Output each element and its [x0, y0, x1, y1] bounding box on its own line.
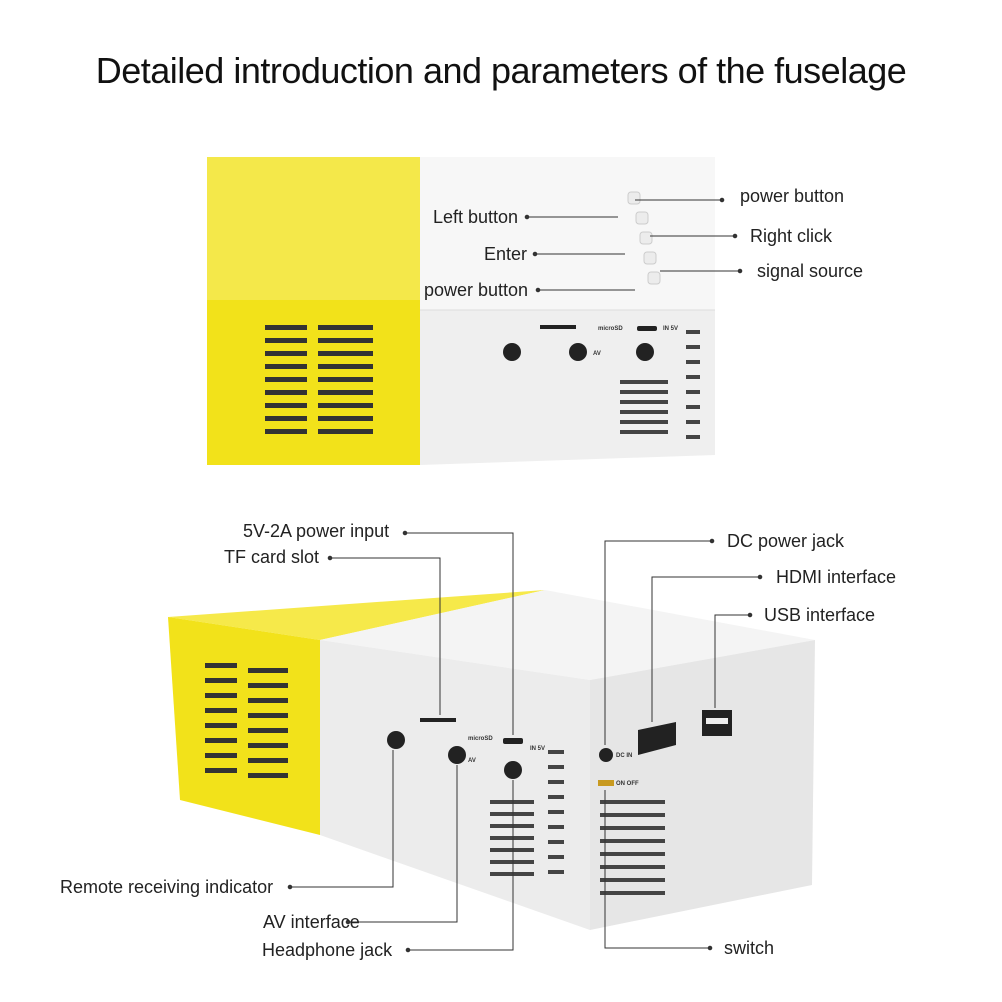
bottom-projector: microSD IN 5V AV DC IN ON OFF [168, 590, 815, 930]
label-left-button: Left button [433, 207, 519, 227]
mark-av: AV [593, 351, 601, 357]
vent-left [265, 325, 373, 434]
top-leader-lines [524, 197, 743, 293]
av-port [569, 343, 587, 361]
headphone-port [504, 761, 522, 779]
label-headphone-jack: Headphone jack [262, 940, 393, 960]
yellow-side [168, 617, 320, 835]
tf-slot [420, 718, 456, 722]
dc-jack [599, 748, 613, 762]
headphone-port [636, 343, 654, 361]
bottom-leader-lines [287, 530, 763, 953]
label-power-button-right: power button [740, 186, 845, 206]
mark-microsd: microSD [598, 326, 623, 332]
switch [598, 780, 614, 786]
vent-side [600, 800, 665, 895]
label-av-interface: AV interface [263, 912, 360, 932]
label-remote-indicator: Remote receiving indicator [60, 877, 274, 897]
label-enter: Enter [484, 244, 528, 264]
label-tf-card-slot: TF card slot [224, 547, 320, 567]
mark-onoff: ON OFF [616, 781, 639, 787]
page-title: Detailed introduction and parameters of … [95, 50, 907, 91]
vent-front [490, 750, 564, 876]
vent-right [620, 330, 700, 439]
control-buttons [627, 191, 661, 285]
label-usb-interface: USB interface [764, 605, 876, 625]
usb-c-port [637, 326, 657, 331]
mark-microsd: microSD [468, 736, 493, 742]
indicator-port [503, 343, 521, 361]
mark-av: AV [468, 758, 476, 764]
label-dc-power-jack: DC power jack [727, 531, 845, 551]
hdmi-port [638, 722, 676, 755]
mark-in5v: IN 5V [663, 326, 678, 332]
sd-slot [540, 325, 576, 329]
white-front [320, 640, 590, 930]
usb-c-port [503, 738, 523, 744]
mark-in5v: IN 5V [530, 746, 545, 752]
label-power-input: 5V-2A power input [243, 521, 390, 541]
label-signal-source: signal source [757, 261, 864, 281]
av-port [448, 746, 466, 764]
white-side [590, 640, 815, 930]
label-power-button-left: power button [424, 280, 529, 300]
vent-yellow [205, 663, 288, 778]
label-switch: switch [724, 938, 775, 958]
label-right-click: Right click [750, 226, 833, 246]
mark-dcin: DC IN [616, 753, 632, 759]
indicator-port [387, 731, 405, 749]
white-top [320, 590, 815, 680]
top-projector: microSD IN 5V AV [207, 157, 715, 465]
label-hdmi-interface: HDMI interface [776, 567, 897, 587]
